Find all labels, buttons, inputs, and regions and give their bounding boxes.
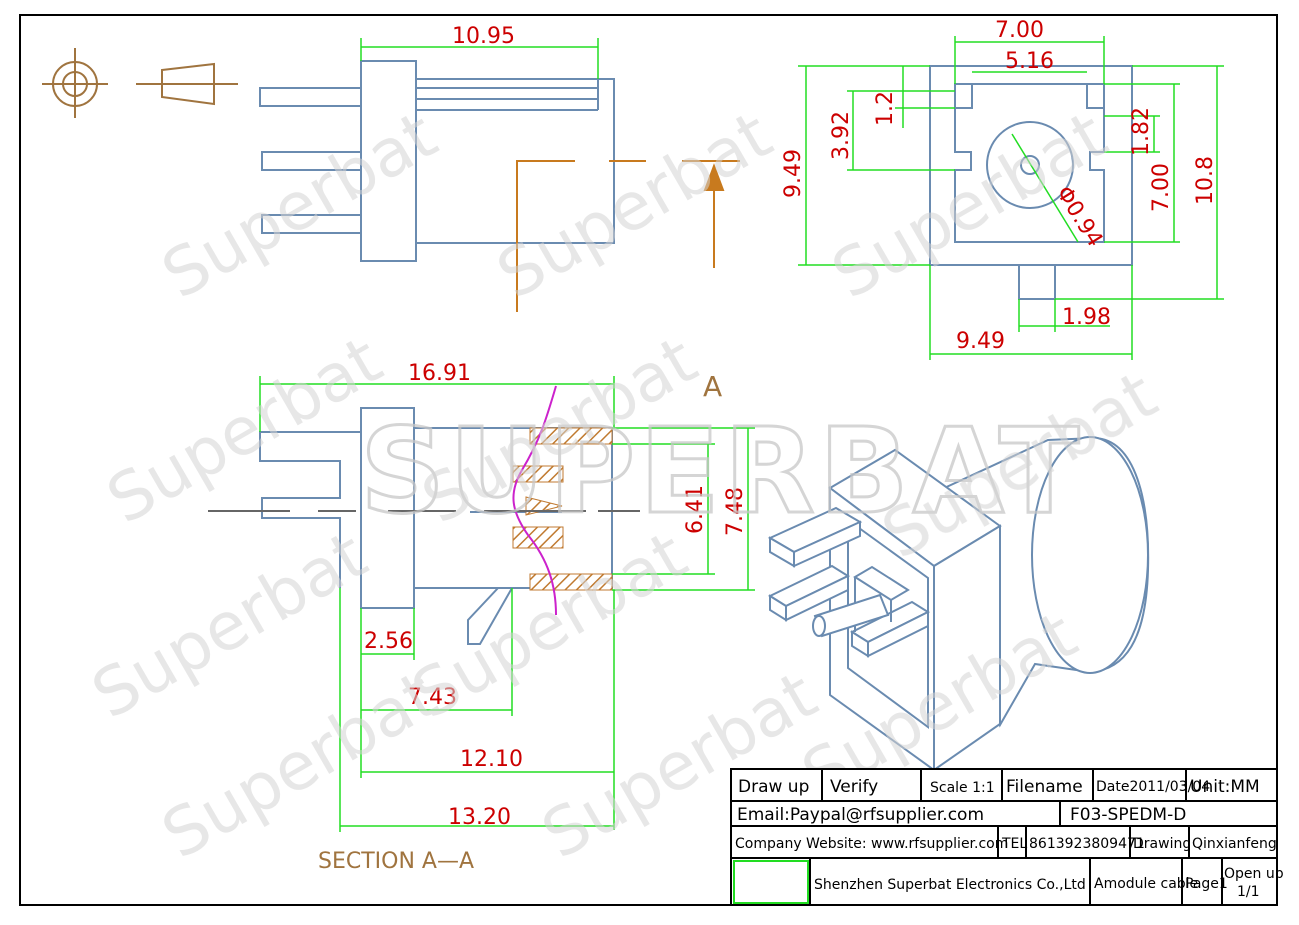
dim-3.92: 3.92 bbox=[829, 111, 854, 160]
watermark-brand-large: SUPERBAT bbox=[360, 402, 1083, 540]
dim-5.16: 5.16 bbox=[1005, 49, 1054, 74]
tb-tel-value: 8613923809471 bbox=[1029, 836, 1145, 852]
break-curve bbox=[512, 385, 557, 616]
svg-text:Superbat: Superbat bbox=[95, 321, 395, 538]
sheet-border bbox=[19, 14, 1278, 906]
tb-drawer: Qinxianfeng bbox=[1192, 836, 1277, 852]
dim-6.41: 6.41 bbox=[683, 485, 708, 534]
dim-1.82: 1.82 bbox=[1129, 107, 1154, 156]
section-dim-lines bbox=[259, 376, 755, 832]
tb-open-up: Open up bbox=[1224, 866, 1284, 882]
tb-product: Amodule cable bbox=[1094, 876, 1198, 892]
tb-date: Date2011/03/04 bbox=[1096, 779, 1210, 795]
section-caption: SECTION A—A bbox=[318, 849, 474, 874]
signature-box bbox=[733, 860, 809, 904]
tb-verify: Verify bbox=[830, 777, 878, 797]
dim-12.10: 12.10 bbox=[460, 747, 523, 772]
dim-10.8: 10.8 bbox=[1193, 156, 1218, 205]
dim-7.43: 7.43 bbox=[408, 685, 457, 710]
tb-filename-label: Filename bbox=[1006, 777, 1083, 797]
tb-draw-up: Draw up bbox=[738, 777, 809, 797]
front-dim-lines bbox=[798, 36, 1224, 360]
dim-9.49-bottom: 9.49 bbox=[956, 329, 1005, 354]
tb-company: Shenzhen Superbat Electronics Co.,Ltd bbox=[814, 877, 1086, 893]
section-marker-a: A bbox=[703, 370, 722, 403]
dim-2.56: 2.56 bbox=[364, 629, 413, 654]
section-hatch bbox=[512, 427, 613, 591]
tb-drawing-label: Drawing bbox=[1133, 836, 1191, 852]
dim-10.95: 10.95 bbox=[452, 24, 515, 49]
dim-16.91: 16.91 bbox=[408, 361, 471, 386]
dim-1.2: 1.2 bbox=[873, 91, 898, 126]
title-block bbox=[730, 768, 1278, 906]
dim-13.20: 13.20 bbox=[448, 805, 511, 830]
tb-company-website: Company Website: www.rfsupplier.com bbox=[735, 836, 1008, 852]
dim-1.98: 1.98 bbox=[1062, 305, 1111, 330]
projection-symbol bbox=[42, 48, 238, 118]
tb-page: Page1 bbox=[1185, 876, 1228, 892]
tb-email: Email:Paypal@rfsupplier.com bbox=[737, 805, 984, 825]
svg-text:Superbat: Superbat bbox=[400, 516, 700, 733]
section-cut-line bbox=[516, 160, 740, 312]
dim-7.00-right: 7.00 bbox=[1149, 163, 1174, 212]
svg-text:Superbat: Superbat bbox=[150, 96, 450, 313]
tb-scale: Scale 1:1 bbox=[930, 780, 995, 796]
tb-unit: Unit:MM bbox=[1190, 777, 1260, 797]
svg-text:Superbat: Superbat bbox=[485, 96, 785, 313]
tb-filename-value: F03-SPEDM-D bbox=[1070, 805, 1186, 825]
dim-7.00-top: 7.00 bbox=[995, 18, 1044, 43]
dim-10.95-lines bbox=[360, 38, 599, 79]
dim-9.49-left: 9.49 bbox=[781, 149, 806, 198]
isometric-view bbox=[767, 436, 1150, 772]
tb-tel-label: TEL bbox=[1001, 836, 1027, 852]
tb-open-up-pages: 1/1 bbox=[1237, 884, 1260, 900]
dim-7.48: 7.48 bbox=[723, 487, 748, 536]
